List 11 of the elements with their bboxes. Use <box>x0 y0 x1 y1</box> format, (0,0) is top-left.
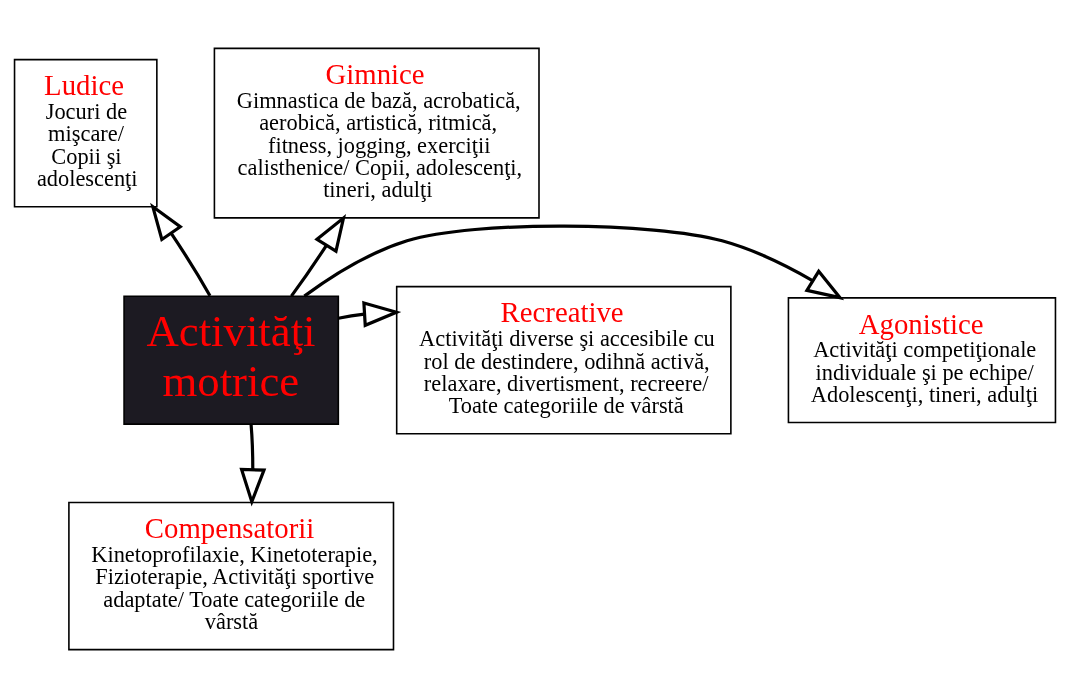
arrow <box>239 424 267 507</box>
arrow <box>338 300 402 328</box>
arrow <box>303 224 845 301</box>
arrow <box>150 202 212 297</box>
node-box: Agonistice Activităţi competiţionale individuale şi pe echipe/ Adolescenţi, tineri, adulţi <box>787 297 1057 424</box>
arrow <box>290 214 347 298</box>
node-box: Recreative Activităţi diverse şi accesibile cu rol de destindere, odihnă activă, relaxare, divertisment, recreere/ Toate categoriile de vârstă <box>395 285 732 435</box>
node-box: Activităţi motrice <box>123 295 340 425</box>
node-box: Ludice Jocuri de mişcare/ Copii şi adolescenţi <box>13 58 158 208</box>
node-box: Compensatorii Kinetoprofilaxie, Kinetoterapie, Fizioterapie, Activităţi sportive adaptate/ Toate categoriile de vârstă <box>68 501 395 651</box>
node-box: Gimnice Gimnastica de bază, acrobatică, aerobică, artistică, ritmică, fitness, jogging, exerciţii calisthenice/ Copii, adolescenţi, tineri, adulţi <box>213 47 540 219</box>
